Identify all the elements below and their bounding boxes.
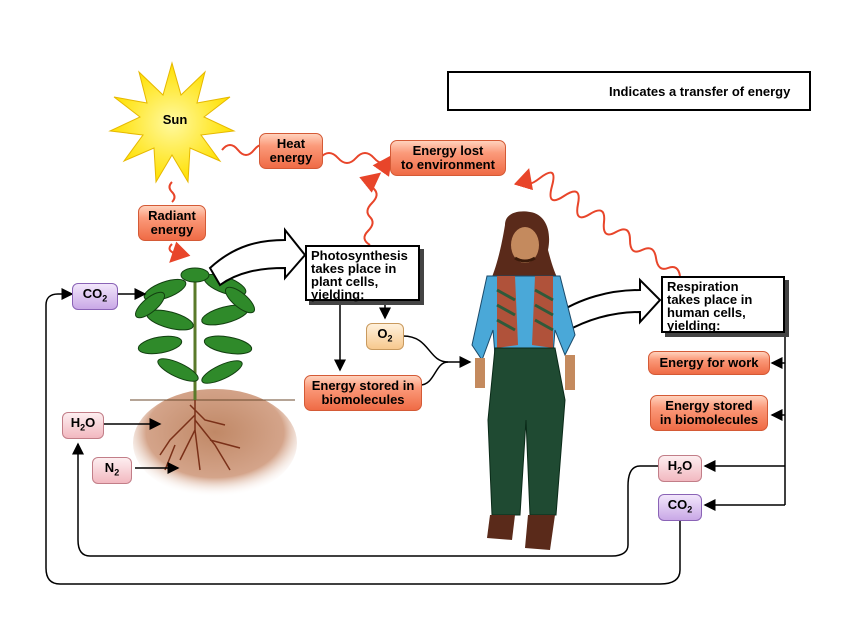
radiant-energy-line1: Radiant (148, 208, 196, 223)
photosynthesis-line1: Photosynthesis (311, 248, 408, 263)
h2o-left-box: H2O (62, 412, 104, 439)
h2o-right-label-b: O (682, 458, 693, 473)
co2-left-box: CO2 (72, 283, 118, 310)
respiration-line1: Respiration (667, 279, 739, 294)
energy-stored-human-box: Energy stored in biomolecules (650, 395, 768, 431)
energy-stored-human-line2: in biomolecules (659, 412, 759, 427)
radiant-energy-line2: energy (150, 222, 194, 237)
resp-to-lost-wave (513, 168, 681, 277)
energy-lost-line1: Energy lost (412, 143, 484, 158)
co2-left-label: CO (82, 286, 103, 301)
co2-right-sub: 2 (687, 504, 693, 515)
person-to-resp-arrow (553, 277, 662, 334)
legend-text: Indicates a transfer of energy (609, 84, 791, 99)
photosynthesis-line3: plant cells, (311, 274, 379, 289)
o2-box: O2 (366, 323, 404, 350)
plant-icon (134, 267, 256, 400)
n2-box: N2 (92, 457, 132, 484)
energy-stored-plant-box: Energy stored in biomolecules (304, 375, 422, 411)
roots-icon (159, 400, 241, 471)
energy-stored-plant-line1: Energy stored in (311, 378, 415, 393)
radiant-energy-box: Radiant energy (138, 205, 206, 241)
o2-sub: 2 (387, 333, 393, 344)
energy-stored-plant-line2: biomolecules (321, 392, 405, 407)
heat-to-lost-wave (319, 152, 393, 177)
energy-for-work-label: Energy for work (659, 355, 759, 370)
h2o-right-box: H2O (658, 455, 702, 482)
h2o-left-sub: 2 (80, 422, 86, 433)
respiration-box: Respiration takes place in human cells, … (661, 276, 785, 333)
h2o-right-sub: 2 (677, 465, 683, 476)
heat-energy-box: Heat energy (259, 133, 323, 169)
radiant-wave-out (168, 241, 191, 263)
n2-sub: 2 (114, 467, 120, 478)
sun-icon (108, 61, 236, 184)
n2-label: N (104, 460, 115, 475)
respiration-line2: takes place in (667, 292, 753, 307)
energy-stored-human-line1: Energy stored (665, 398, 753, 413)
radiant-wave-in (168, 181, 176, 203)
plant-to-photo-arrow (208, 227, 307, 287)
heat-energy-line2: energy (269, 150, 313, 165)
photosynthesis-line2: takes place in (311, 261, 397, 276)
energy-lost-box: Energy lost to environment (390, 140, 506, 176)
person-icon (471, 211, 576, 550)
energy-lost-line2: to environment (401, 157, 495, 172)
h2o-right-label-a: H (667, 458, 678, 473)
respiration-line4: yielding: (667, 318, 721, 333)
energy-for-work-box: Energy for work (648, 351, 770, 375)
co2-right-box: CO2 (658, 494, 702, 521)
co2-right-label: CO (667, 497, 688, 512)
h2o-left-label-a: H (70, 415, 81, 430)
photo-to-lost-wave (359, 172, 382, 246)
o2-label: O (377, 326, 388, 341)
h2o-left-label-b: O (85, 415, 96, 430)
co2-left-sub: 2 (102, 293, 108, 304)
soil-icon (133, 389, 297, 497)
sun-label: Sun (162, 112, 188, 127)
photosynthesis-box: Photosynthesis takes place in plant cell… (305, 245, 420, 301)
heat-energy-line1: Heat (276, 136, 306, 151)
legend-box: Indicates a transfer of energy (447, 71, 811, 111)
photosynthesis-line4: yielding: (311, 287, 365, 302)
respiration-line3: human cells, (667, 305, 746, 320)
